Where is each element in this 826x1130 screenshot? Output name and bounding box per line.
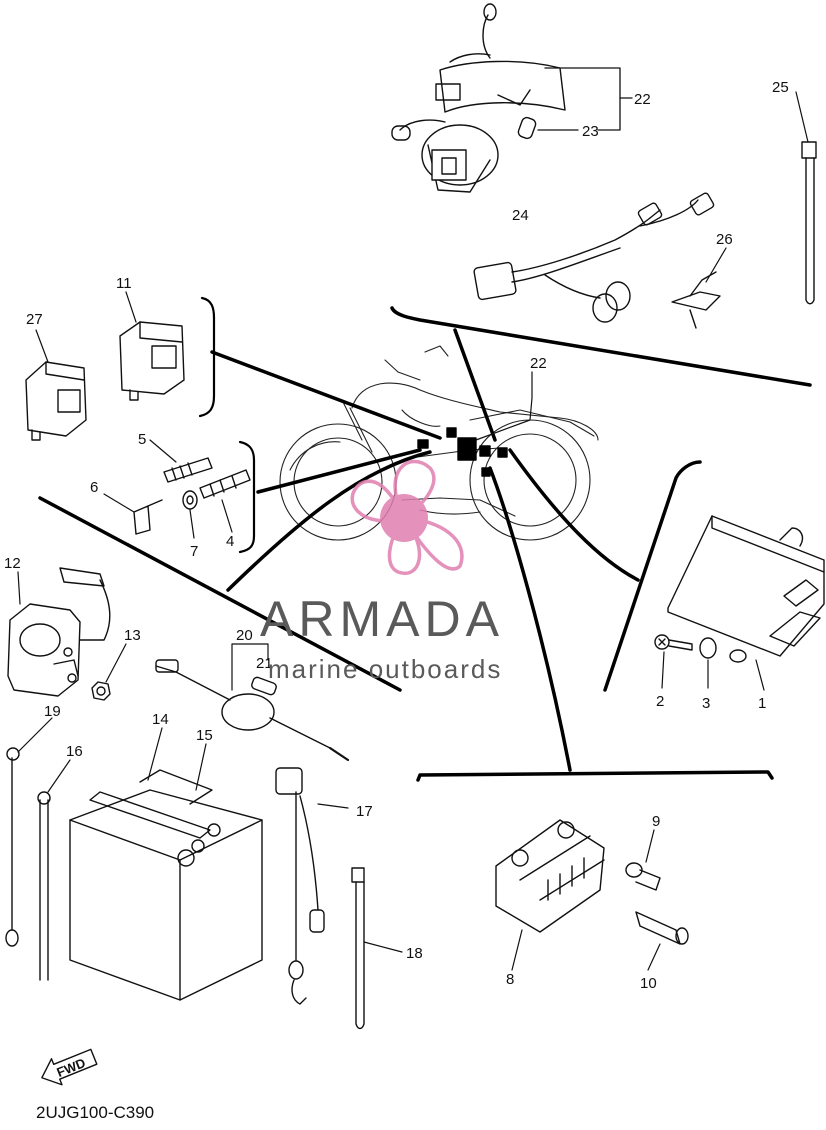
watermark-logo-icon xyxy=(350,459,464,576)
clip-6 xyxy=(133,499,163,535)
rectifier-regulator-8 xyxy=(495,819,605,933)
callout-17: 17 xyxy=(356,803,373,820)
callout-5: 5 xyxy=(138,431,146,448)
callout-26: 26 xyxy=(716,231,733,248)
callout-1: 1 xyxy=(758,695,766,712)
callout-22-top: 22 xyxy=(634,91,651,108)
bolt-2 xyxy=(654,634,693,651)
fwd-arrow-icon xyxy=(41,1048,98,1086)
diagram-code: 2UJG100-C390 xyxy=(36,1103,154,1122)
washer-3 xyxy=(699,637,717,659)
battery-14 xyxy=(69,769,263,1001)
central-connectors xyxy=(417,427,508,477)
callout-19: 19 xyxy=(44,703,61,720)
relay-27 xyxy=(25,361,87,441)
fitting-4 xyxy=(199,469,251,499)
callout-15: 15 xyxy=(196,727,213,744)
cable-tie-25 xyxy=(801,141,817,305)
lead-17 xyxy=(275,767,325,1005)
callout-4: 4 xyxy=(226,533,234,550)
relay-11 xyxy=(119,321,185,401)
fwd-label: FWD xyxy=(54,1055,87,1080)
callout-23: 23 xyxy=(582,123,599,140)
callout-11: 11 xyxy=(116,275,132,292)
fitting-5 xyxy=(163,457,213,483)
starter-relay-12 xyxy=(7,567,111,697)
leader-lines xyxy=(38,306,812,782)
fuse-holder-20 xyxy=(155,659,350,762)
callout-2: 2 xyxy=(656,693,664,710)
callout-16: 16 xyxy=(66,743,83,760)
wire-lead xyxy=(473,192,715,323)
callout-20: 20 xyxy=(236,627,253,644)
callout-8: 8 xyxy=(506,971,514,988)
callout-9: 9 xyxy=(652,813,660,830)
ignition-switch-assembly xyxy=(391,3,566,193)
washer-7 xyxy=(182,490,198,510)
callout-25: 25 xyxy=(772,79,789,96)
ecu-1 xyxy=(667,515,825,663)
bolt-10 xyxy=(635,911,689,945)
nut-13 xyxy=(91,681,111,701)
callout-18: 18 xyxy=(406,945,423,962)
fuse-21 xyxy=(251,676,277,696)
cable-tie-18 xyxy=(351,867,365,1030)
breather-hose-16 xyxy=(37,791,51,981)
motorcycle-outline xyxy=(279,345,599,541)
clamp-26 xyxy=(671,271,721,329)
callout-24: 24 xyxy=(512,207,529,224)
watermark-brand: ARMADA xyxy=(260,591,504,647)
callout-21: 21 xyxy=(256,655,273,672)
callout-6: 6 xyxy=(90,479,98,496)
callout-27: 27 xyxy=(26,311,43,328)
callout-22-center: 22 xyxy=(530,355,547,372)
cable-19 xyxy=(5,747,20,947)
bolt-9 xyxy=(625,862,661,891)
callout-7: 7 xyxy=(190,543,198,560)
callout-12: 12 xyxy=(4,555,21,572)
callout-labels: 1 2 3 4 5 6 7 8 9 10 11 12 13 14 15 16 1… xyxy=(4,79,789,992)
callout-14: 14 xyxy=(152,711,169,728)
callout-10: 10 xyxy=(640,975,657,992)
callout-13: 13 xyxy=(124,627,141,644)
callout-3: 3 xyxy=(702,695,710,712)
watermark-tagline: marine outboards xyxy=(268,654,502,684)
